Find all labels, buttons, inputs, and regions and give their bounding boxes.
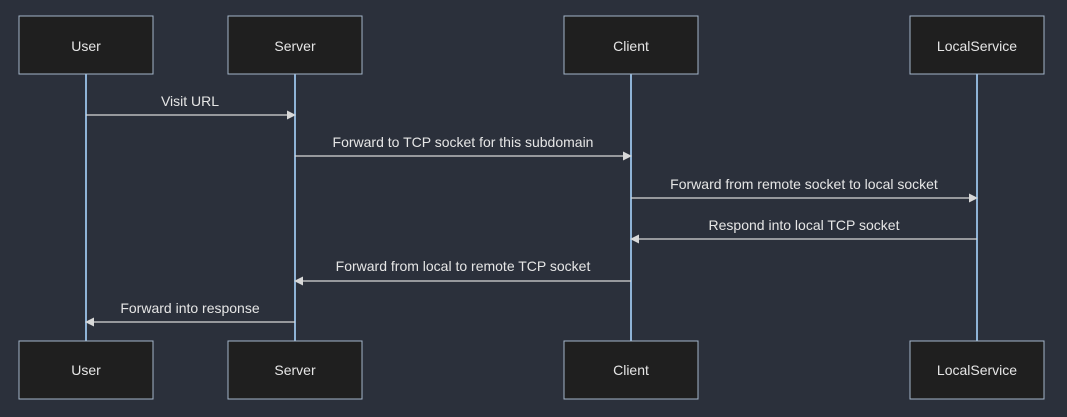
message-forward-local-to-remote: Forward from local to remote TCP socket (294, 258, 631, 286)
actor-label: Server (274, 362, 316, 378)
arrow-left-icon (294, 276, 303, 286)
arrow-right-icon (969, 193, 978, 203)
message-label: Forward from local to remote TCP socket (336, 258, 591, 274)
actor-label: User (71, 38, 101, 54)
actor-top-localservice: LocalService (909, 15, 1045, 75)
message-label: Forward from remote socket to local sock… (670, 176, 938, 192)
actor-top-user: User (18, 15, 154, 75)
message-label: Forward into response (120, 300, 260, 316)
actor-label: Client (613, 38, 649, 54)
message-forward-to-tcp-socket: Forward to TCP socket for this subdomain (295, 134, 632, 161)
actor-label: LocalService (937, 362, 1017, 378)
arrow-left-icon (85, 317, 94, 327)
actor-bottom-client: Client (563, 340, 699, 400)
actor-top-client: Client (563, 15, 699, 75)
message-label: Respond into local TCP socket (709, 217, 900, 233)
actor-bottom-user: User (18, 340, 154, 400)
message-label: Visit URL (161, 93, 219, 109)
arrow-right-icon (287, 110, 296, 120)
actor-label: Server (274, 38, 316, 54)
actor-label: LocalService (937, 38, 1017, 54)
actor-bottom-server: Server (227, 340, 363, 400)
actor-top-server: Server (227, 15, 363, 75)
arrow-left-icon (630, 234, 639, 244)
arrow-right-icon (623, 151, 632, 161)
message-label: Forward to TCP socket for this subdomain (333, 134, 594, 150)
message-respond-local-socket: Respond into local TCP socket (630, 217, 977, 244)
message-forward-into-response: Forward into response (85, 300, 295, 327)
actor-label: User (71, 362, 101, 378)
message-visit-url: Visit URL (86, 93, 296, 120)
actor-label: Client (613, 362, 649, 378)
message-forward-remote-to-local: Forward from remote socket to local sock… (631, 176, 978, 203)
actor-bottom-localservice: LocalService (909, 340, 1045, 400)
